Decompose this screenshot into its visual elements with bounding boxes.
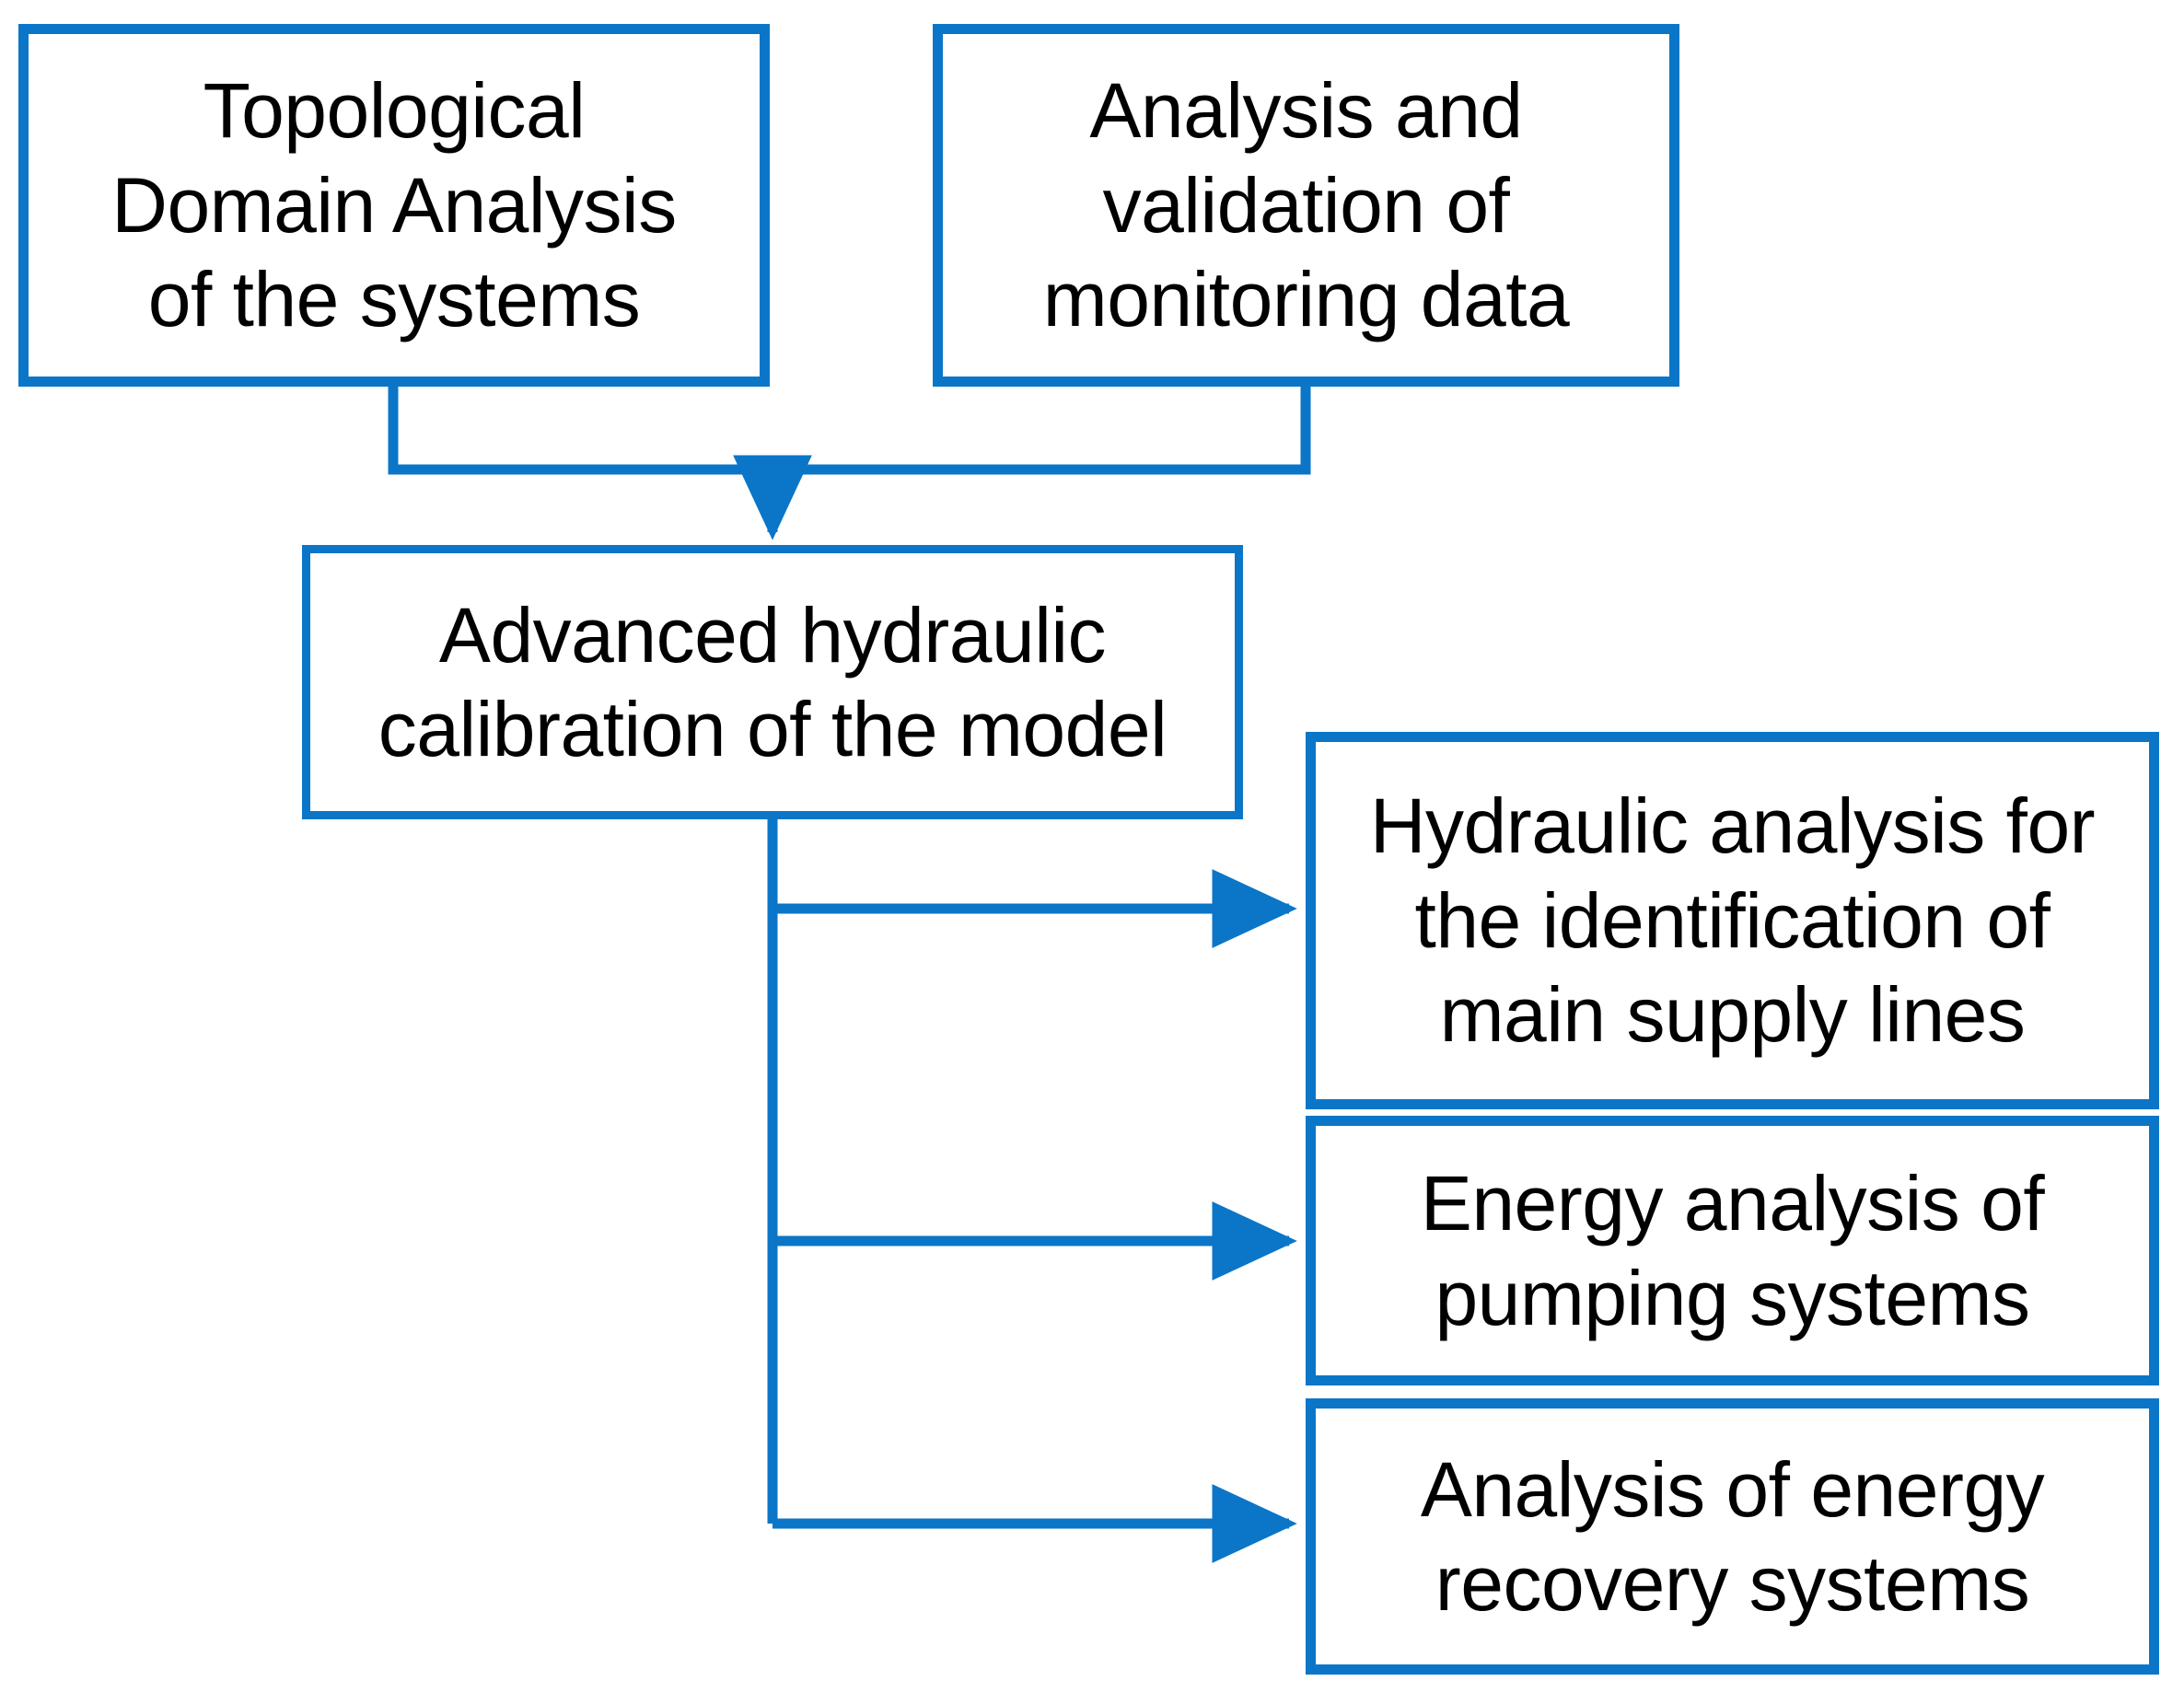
node-label-analysis-validation-monitoring-data: Analysis and validation of monitoring da… bbox=[1042, 67, 1570, 343]
node-label-energy-analysis-pumping-systems: Energy analysis of pumping systems bbox=[1420, 1160, 2045, 1341]
connector-topological-to-calibration bbox=[388, 387, 773, 475]
node-label-advanced-hydraulic-calibration: Advanced hydraulic calibration of the mo… bbox=[378, 591, 1168, 772]
node-energy-analysis-pumping-systems[interactable]: Energy analysis of pumping systems bbox=[1306, 1116, 2159, 1385]
connector-monitoring-to-calibration bbox=[773, 387, 1311, 475]
node-label-topological-domain-analysis: Topological Domain Analysis of the syste… bbox=[111, 67, 677, 343]
node-analysis-energy-recovery-systems[interactable]: Analysis of energy recovery systems bbox=[1306, 1398, 2159, 1675]
node-hydraulic-analysis-main-supply-lines[interactable]: Hydraulic analysis for the identificatio… bbox=[1306, 732, 2159, 1109]
node-analysis-validation-monitoring-data[interactable]: Analysis and validation of monitoring da… bbox=[933, 24, 1679, 387]
node-topological-domain-analysis[interactable]: Topological Domain Analysis of the syste… bbox=[18, 24, 770, 387]
node-label-analysis-energy-recovery-systems: Analysis of energy recovery systems bbox=[1420, 1445, 2045, 1627]
node-advanced-hydraulic-calibration[interactable]: Advanced hydraulic calibration of the mo… bbox=[302, 545, 1243, 819]
node-label-hydraulic-analysis-main-supply-lines: Hydraulic analysis for the identificatio… bbox=[1369, 783, 2096, 1059]
